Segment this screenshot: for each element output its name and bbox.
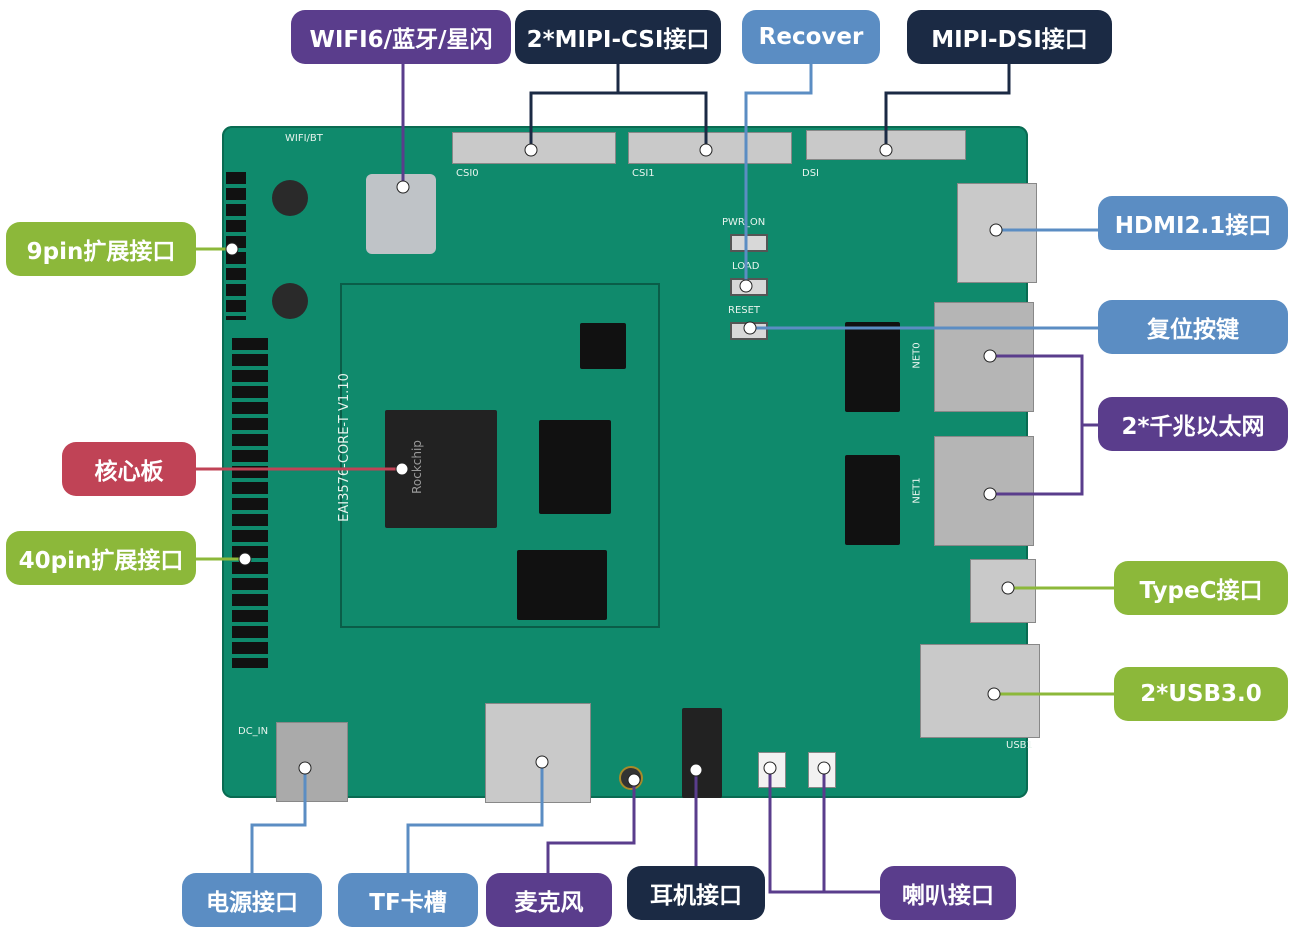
recover-dot bbox=[739, 279, 753, 293]
capacitor-220-b bbox=[272, 283, 308, 319]
typec-dot bbox=[1001, 581, 1015, 595]
csi-dot-b bbox=[699, 143, 713, 157]
pmic-chip bbox=[580, 323, 626, 369]
dsi-dot bbox=[879, 143, 893, 157]
header-40pin bbox=[232, 338, 268, 668]
reset-silk: RESET bbox=[728, 305, 761, 316]
wifi-bt-silk: WIFI/BT bbox=[285, 133, 323, 144]
ethernet-label: 2*千兆以太网 bbox=[1098, 397, 1288, 451]
speaker-line bbox=[822, 768, 880, 894]
dc-jack bbox=[276, 722, 348, 802]
tf-line bbox=[406, 762, 544, 873]
csi0-silk: CSI0 bbox=[456, 168, 479, 179]
recover-line bbox=[744, 64, 813, 286]
reset-label: 复位按键 bbox=[1098, 300, 1288, 354]
usb1-silk: USB1 bbox=[1006, 740, 1033, 751]
mic-label: 麦克风 bbox=[486, 873, 612, 927]
recover-label: Recover bbox=[742, 10, 880, 64]
transformer-1 bbox=[845, 455, 900, 545]
speaker-dot-a bbox=[763, 761, 777, 775]
transformer-0 bbox=[845, 322, 900, 412]
ethernet-line-b bbox=[990, 425, 1084, 496]
dc-in-silk: DC_IN bbox=[238, 726, 269, 737]
csi-label: 2*MIPI-CSI接口 bbox=[515, 10, 721, 64]
pin9-label: 9pin扩展接口 bbox=[6, 222, 196, 276]
dsi-silk: DSI bbox=[802, 168, 819, 179]
ethernet-port-1 bbox=[934, 436, 1034, 546]
wifi-dot bbox=[396, 180, 410, 194]
dsi-line bbox=[884, 64, 1011, 150]
csi1-silk: CSI1 bbox=[632, 168, 655, 179]
tf-dot bbox=[535, 755, 549, 769]
headphone-dot bbox=[689, 763, 703, 777]
pin40-label: 40pin扩展接口 bbox=[6, 531, 196, 585]
ethernet-line bbox=[990, 354, 1098, 427]
pwr-on-silk: PWR_ON bbox=[722, 217, 766, 228]
csi-line bbox=[529, 64, 620, 150]
tf-label: TF卡槽 bbox=[338, 873, 478, 927]
headphone-jack bbox=[682, 708, 722, 798]
memory-chip-a bbox=[539, 420, 611, 514]
hdmi-label: HDMI2.1接口 bbox=[1098, 196, 1288, 250]
capacitor-220-a bbox=[272, 180, 308, 216]
typec-label: TypeC接口 bbox=[1114, 561, 1288, 615]
usb-dot bbox=[987, 687, 1001, 701]
core-dot bbox=[395, 462, 409, 476]
mic-line bbox=[546, 780, 636, 873]
mic-dot bbox=[627, 773, 641, 787]
memory-chip-b bbox=[517, 550, 607, 620]
ethernet-dot-b bbox=[983, 487, 997, 501]
power-line bbox=[250, 768, 307, 873]
wifi-label: WIFI6/蓝牙/星闪 bbox=[291, 10, 511, 64]
hdmi-dot bbox=[989, 223, 1003, 237]
csi-dot-a bbox=[524, 143, 538, 157]
pin40-dot bbox=[238, 552, 252, 566]
usb-port bbox=[920, 644, 1040, 738]
reset-dot bbox=[743, 321, 757, 335]
core-label: 核心板 bbox=[62, 442, 196, 496]
speaker-line-b bbox=[768, 768, 824, 894]
tf-card-slot bbox=[485, 703, 591, 803]
ethernet-dot-a bbox=[983, 349, 997, 363]
power-dot bbox=[298, 761, 312, 775]
headphone-label: 耳机接口 bbox=[627, 866, 765, 920]
speaker-label: 喇叭接口 bbox=[880, 866, 1016, 920]
dsi-label: MIPI-DSI接口 bbox=[907, 10, 1112, 64]
pin9-dot bbox=[225, 242, 239, 256]
speaker-dot-b bbox=[817, 761, 831, 775]
pwr-on-button[interactable] bbox=[730, 234, 768, 252]
csi-line-b bbox=[618, 91, 708, 150]
usb-label: 2*USB3.0 bbox=[1114, 667, 1288, 721]
power-label: 电源接口 bbox=[182, 873, 322, 927]
